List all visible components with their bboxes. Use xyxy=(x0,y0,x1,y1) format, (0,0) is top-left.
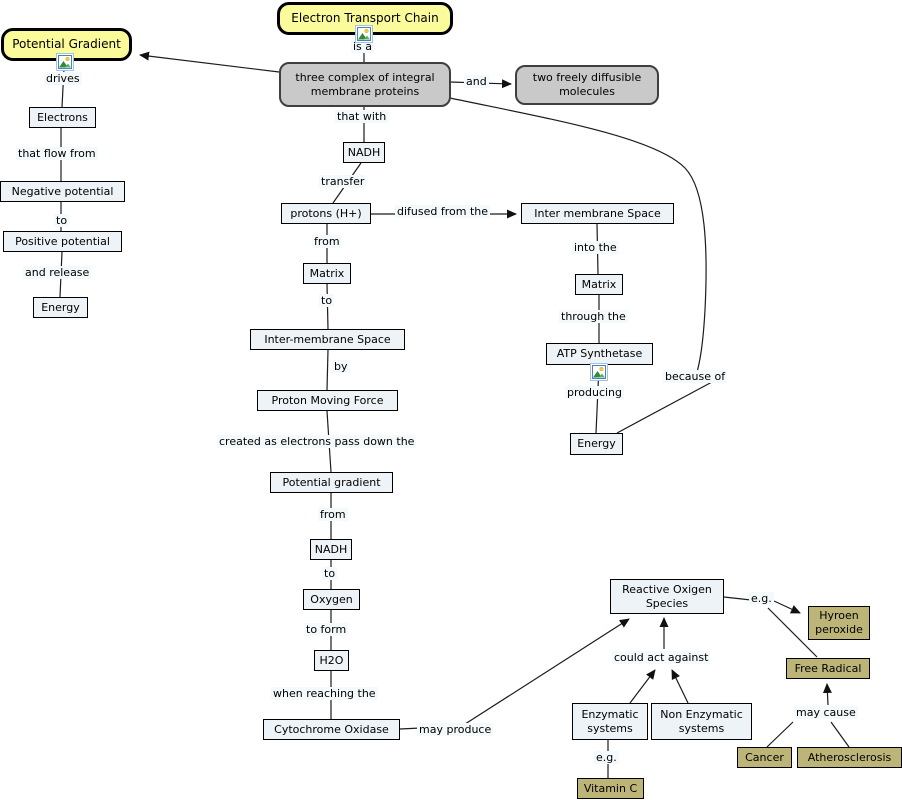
node-enzymatic-systems[interactable]: Enzymatic systems xyxy=(572,703,648,740)
phrase-eg-top[interactable]: e.g. xyxy=(749,592,774,605)
node-two-freely-diffusible[interactable]: two freely diffusible molecules xyxy=(515,65,659,105)
phrase-from-1[interactable]: from xyxy=(312,235,342,248)
phrase-difused-from-the[interactable]: difused from the xyxy=(395,205,491,218)
node-matrix-2[interactable]: Matrix xyxy=(575,274,623,295)
node-hyroen-peroxide[interactable]: Hyroen peroxide xyxy=(808,606,870,640)
phrase-from-2[interactable]: from xyxy=(318,508,348,521)
phrase-is-a[interactable]: is a xyxy=(351,40,375,53)
phrase-to-form[interactable]: to form xyxy=(304,623,349,636)
phrase-eg-bottom[interactable]: e.g. xyxy=(594,751,619,764)
node-energy-left[interactable]: Energy xyxy=(33,297,88,318)
phrase-that-flow-from[interactable]: that flow from xyxy=(16,147,98,160)
node-inter-membrane-space-hyphen[interactable]: Inter-membrane Space xyxy=(250,329,405,350)
node-potential-gradient[interactable]: Potential Gradient xyxy=(1,28,132,61)
phrase-created-as[interactable]: created as electrons pass down the xyxy=(217,435,417,448)
node-potential-gradient-mid[interactable]: Potential gradient xyxy=(270,472,393,493)
phrase-to-left[interactable]: to xyxy=(54,214,70,227)
node-reactive-oxigen-species[interactable]: Reactive Oxigen Species xyxy=(610,579,724,614)
node-nadh-2[interactable]: NADH xyxy=(310,539,352,560)
phrase-could-act-against[interactable]: could act against xyxy=(612,651,711,664)
node-vitamin-c[interactable]: Vitamin C xyxy=(577,778,644,799)
node-electrons[interactable]: Electrons xyxy=(29,107,96,128)
node-cancer[interactable]: Cancer xyxy=(737,747,792,768)
phrase-may-produce[interactable]: may produce xyxy=(417,723,494,736)
phrase-and-release[interactable]: and release xyxy=(23,266,92,279)
node-positive-potential[interactable]: Positive potential xyxy=(3,231,122,252)
node-protons[interactable]: protons (H+) xyxy=(281,203,371,224)
node-atherosclerosis[interactable]: Atherosclerosis xyxy=(797,747,902,768)
phrase-through-the[interactable]: through the xyxy=(559,310,628,323)
resource-icon[interactable] xyxy=(56,53,74,71)
phrase-to-2[interactable]: to xyxy=(322,567,338,580)
node-electron-transport-chain[interactable]: Electron Transport Chain xyxy=(277,2,453,35)
phrase-may-cause[interactable]: may cause xyxy=(794,706,858,719)
node-h2o[interactable]: H2O xyxy=(314,650,349,671)
phrase-because-of[interactable]: because of xyxy=(663,370,728,383)
resource-icon[interactable] xyxy=(590,363,608,381)
node-non-enzymatic-systems[interactable]: Non Enzymatic systems xyxy=(651,703,752,740)
node-atp-synthetase[interactable]: ATP Synthetase xyxy=(546,343,653,365)
phrase-when-reaching-the[interactable]: when reaching the xyxy=(271,687,378,700)
resource-icon[interactable] xyxy=(355,25,373,43)
phrase-transfer[interactable]: transfer xyxy=(319,175,367,188)
phrase-into-the[interactable]: into the xyxy=(572,241,619,254)
node-energy-right[interactable]: Energy xyxy=(570,433,623,455)
node-cytochrome-oxidase[interactable]: Cytochrome Oxidase xyxy=(263,719,400,740)
node-free-radical[interactable]: Free Radical xyxy=(786,658,870,679)
phrase-and[interactable]: and xyxy=(464,75,489,88)
phrase-producing[interactable]: producing xyxy=(565,386,625,399)
node-inter-membrane-space[interactable]: Inter membrane Space xyxy=(521,203,674,224)
phrase-that-with[interactable]: that with xyxy=(335,110,389,123)
node-proton-moving-force[interactable]: Proton Moving Force xyxy=(257,390,398,411)
node-three-complex-proteins[interactable]: three complex of integral membrane prote… xyxy=(279,62,451,107)
phrase-by[interactable]: by xyxy=(332,360,350,373)
node-negative-potential[interactable]: Negative potential xyxy=(0,181,125,202)
node-oxygen[interactable]: Oxygen xyxy=(303,589,360,610)
phrase-drives[interactable]: drives xyxy=(44,72,82,85)
phrase-to-1[interactable]: to xyxy=(319,294,335,307)
node-matrix-1[interactable]: Matrix xyxy=(303,263,351,284)
node-nadh-1[interactable]: NADH xyxy=(343,142,385,163)
